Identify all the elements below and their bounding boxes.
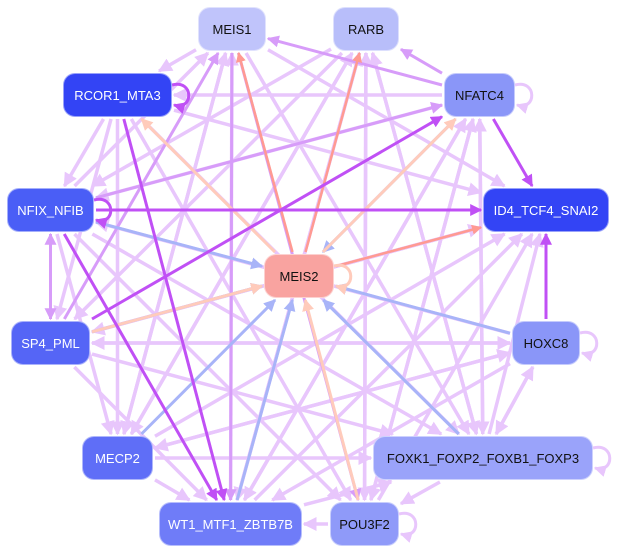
node-foxk1-foxp2-foxb1-foxp3[interactable]: FOXK1_FOXP2_FOXB1_FOXP3: [373, 436, 593, 480]
node-label: RARB: [347, 21, 385, 37]
node-sp4-pml[interactable]: SP4_PML: [11, 321, 90, 365]
node-label: ID4_TCF4_SNAI2: [493, 202, 599, 218]
edge-NFIX_NFIB-to-FOXK1_FOXP2_FOXB1_FOXP3: [91, 232, 443, 436]
edge-MECP2-to-RARB: [129, 51, 354, 435]
self-loop-POU3F2: [398, 511, 418, 543]
node-hoxc8[interactable]: HOXC8: [512, 321, 580, 365]
self-loop-NFATC4: [514, 82, 534, 114]
node-nfatc4[interactable]: NFATC4: [444, 73, 515, 117]
edge-HOXC8-to-MEIS2: [334, 283, 511, 335]
edge-POU3F2-to-MEIS2: [302, 298, 360, 501]
edge-RCOR1_MTA3-to-NFIX_NFIB: [62, 118, 106, 188]
edge-NFATC4-to-RARB: [399, 48, 443, 75]
edge-MEIS2-to-NFATC4: [321, 117, 457, 254]
edge-FOXK1_FOXP2_FOXB1_FOXP3-to-POU3F2: [399, 480, 441, 506]
node-pou3f2[interactable]: POU3F2: [330, 502, 399, 546]
edge-SP4_PML-to-WT1_MTF1_ZBTB7B: [73, 365, 208, 502]
edge-NFIX_NFIB-to-MEIS2: [95, 220, 264, 270]
edge-MECP2-to-MEIS2: [140, 298, 277, 436]
node-label: SP4_PML: [21, 335, 80, 351]
node-label: MECP2: [95, 450, 140, 466]
edge-SP4_PML-to-NFATC4: [91, 115, 444, 321]
node-id4-tcf4-snai2[interactable]: ID4_TCF4_SNAI2: [483, 188, 609, 232]
node-label: WT1_MTF1_ZBTB7B: [168, 516, 293, 532]
edge-FOXK1_FOXP2_FOXB1_FOXP3-to-MEIS2: [322, 298, 460, 436]
node-wt1-mtf1-zbtb7b[interactable]: WT1_MTF1_ZBTB7B: [159, 502, 302, 546]
edge-WT1_MTF1_ZBTB7B-to-FOXK1_FOXP2_FOXB1_FOXP3: [303, 478, 393, 507]
node-mecp2[interactable]: MECP2: [82, 436, 153, 480]
node-rcor1-mta3[interactable]: RCOR1_MTA3: [63, 73, 172, 117]
edge-FOXK1_FOXP2_FOXB1_FOXP3-to-HOXC8: [494, 365, 535, 435]
node-nfix-nfib[interactable]: NFIX_NFIB: [7, 188, 94, 232]
self-loop-FOXK1_FOXP2_FOXB1_FOXP3: [592, 445, 612, 477]
edge-RCOR1_MTA3-to-WT1_MTF1_ZBTB7B: [122, 118, 228, 502]
node-label: HOXC8: [523, 335, 569, 351]
edge-NFATC4-to-ID4_TCF4_SNAI2: [492, 118, 534, 188]
edge-MEIS1-to-FOXK1_FOXP2_FOXB1_FOXP3: [244, 52, 471, 436]
node-meis1[interactable]: MEIS1: [198, 7, 266, 51]
node-label: FOXK1_FOXP2_FOXB1_FOXP3: [386, 450, 580, 466]
self-loop-MEIS2: [333, 263, 353, 295]
self-loop-HOXC8: [579, 330, 599, 362]
edge-MEIS2-to-RCOR1_MTA3: [140, 117, 276, 254]
self-loop-NFIX_NFIB: [93, 197, 113, 229]
edge-RCOR1_MTA3-to-ID4_TCF4_SNAI2: [173, 108, 483, 197]
node-label: RCOR1_MTA3: [74, 87, 161, 103]
edge-MEIS2-to-RARB: [304, 52, 362, 253]
node-label: MEIS1: [212, 21, 252, 37]
edge-WT1_MTF1_ZBTB7B-to-NFATC4: [242, 117, 468, 501]
edge-MECP2-to-WT1_MTF1_ZBTB7B: [154, 478, 191, 502]
edge-SP4_PML-to-MEIS2: [91, 282, 264, 334]
edge-MEIS1-to-ID4_TCF4_SNAI2: [267, 48, 506, 188]
edge-RARB-to-NFIX_NFIB: [91, 47, 332, 188]
edge-NFIX_NFIB-to-NFATC4: [95, 102, 444, 200]
edge-MEIS1-to-RCOR1_MTA3: [157, 48, 197, 73]
edge-WT1_MTF1_ZBTB7B-to-ID4_TCF4_SNAI2: [253, 232, 524, 502]
node-rarb[interactable]: RARB: [333, 7, 399, 51]
edge-RCOR1_MTA3-to-POU3F2: [129, 118, 353, 502]
self-loop-RCOR1_MTA3: [171, 82, 191, 114]
node-label: POU3F2: [339, 516, 390, 532]
edge-MECP2-to-ID4_TCF4_SNAI2: [154, 232, 506, 438]
edge-MEIS1-to-WT1_MTF1_ZBTB7B: [224, 52, 237, 502]
node-label: NFATC4: [455, 87, 504, 103]
edge-NFIX_NFIB-to-WT1_MTF1_ZBTB7B: [62, 233, 219, 502]
edge-MEIS2-to-ID4_TCF4_SNAI2: [335, 224, 482, 268]
edge-POU3F2-to-RARB: [358, 51, 373, 501]
edge-MEIS2-to-MEIS1: [236, 52, 294, 253]
node-meis2[interactable]: MEIS2: [264, 254, 334, 298]
edge-WT1_MTF1_ZBTB7B-to-MEIS2: [235, 298, 296, 501]
node-label: NFIX_NFIB: [17, 202, 84, 218]
node-label: MEIS2: [279, 268, 319, 284]
